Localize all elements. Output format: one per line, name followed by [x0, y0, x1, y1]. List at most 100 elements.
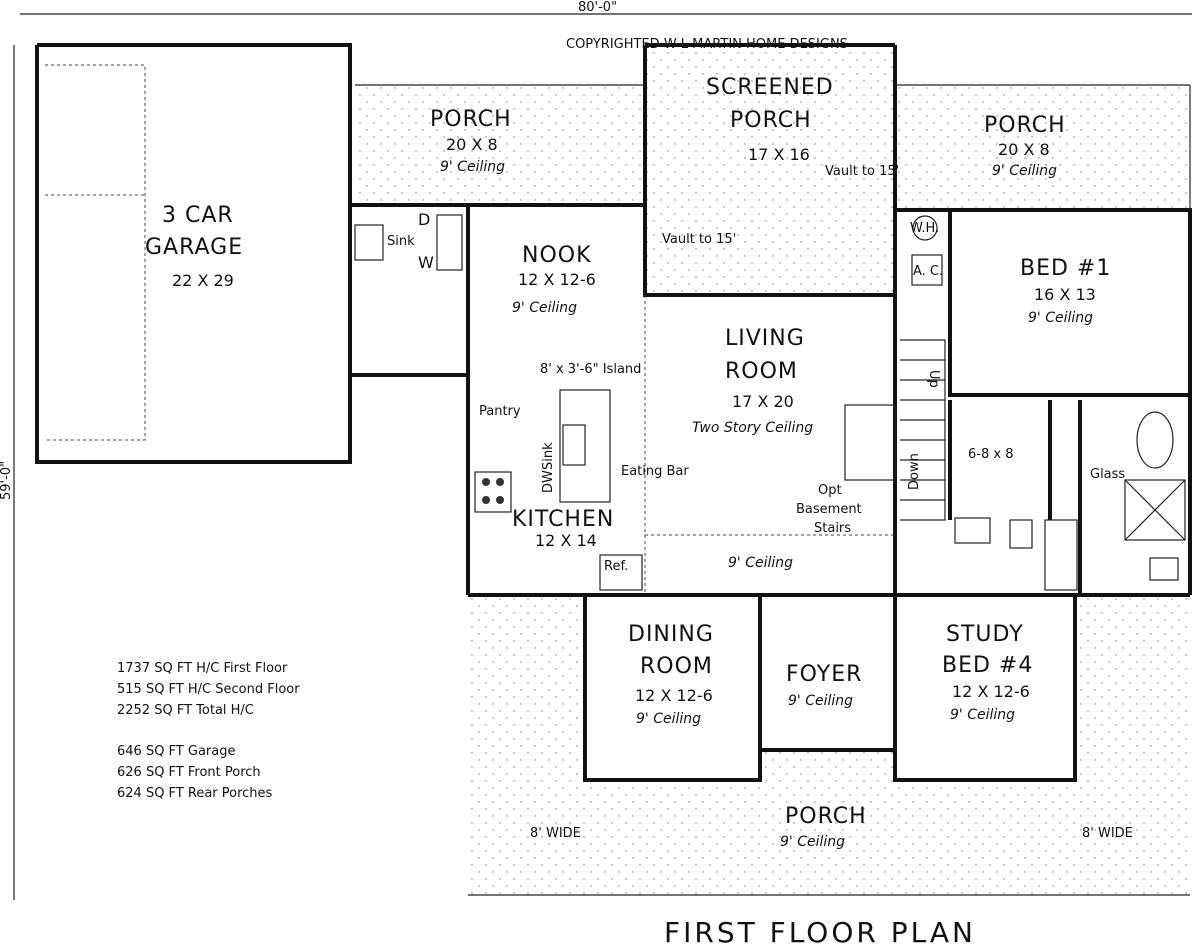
water-heater-label: W.H.: [910, 221, 939, 236]
stove-icon: [474, 471, 512, 513]
washer-label: W: [418, 253, 434, 272]
room-name: FOYER: [786, 662, 862, 687]
room-size: 12 X 12-6: [518, 270, 596, 289]
dimension-lines: 80'-0" 59'-0": [0, 0, 1192, 900]
bathtub-icon: [1136, 411, 1174, 469]
vanity-sink-icon: [954, 517, 991, 544]
ceiling-note: 9' Ceiling: [788, 693, 853, 709]
ceiling-note: 9' Ceiling: [636, 711, 701, 727]
utility: W.H. A. C.: [910, 221, 943, 279]
stat-line: 626 SQ FT Front Porch: [117, 765, 261, 780]
stairs-up-label: Up: [926, 370, 941, 388]
room-name: ROOM: [725, 359, 798, 384]
depth-dimension: 59'-0": [0, 461, 14, 500]
room-study: STUDY BED #4 12 X 12-6 9' Ceiling: [942, 622, 1033, 723]
room-name: PORCH: [984, 113, 1066, 138]
room-size: 12 X 14: [535, 531, 597, 550]
room-nook: NOOK 12 X 12-6 9' Ceiling: [512, 243, 596, 316]
room-kitchen: 8' x 3'-6" Island Pantry Sink DW Eating …: [479, 362, 689, 574]
kitchen-island: [559, 389, 611, 503]
ceiling-note: 9' Ceiling: [780, 834, 845, 850]
stairs-note: Stairs: [814, 521, 851, 536]
ceiling-note: 9' Ceiling: [1028, 310, 1093, 326]
room-name: 3 CAR: [162, 203, 234, 228]
area-stats: 1737 SQ FT H/C First Floor 515 SQ FT H/C…: [117, 661, 300, 801]
sink-icon: [562, 424, 586, 466]
porch-width-left: 8' WIDE: [530, 826, 581, 841]
room-porch-left: PORCH 20 X 8 9' Ceiling: [430, 107, 512, 175]
room-garage: 3 CAR GARAGE 22 X 29: [145, 203, 243, 290]
dryer-label: D: [418, 210, 430, 229]
ceiling-note: 9' Ceiling: [992, 163, 1057, 179]
plan-title: FIRST FLOOR PLAN: [664, 916, 976, 949]
tub-icon: [1044, 519, 1078, 591]
room-bed-1: BED #1 16 X 13 9' Ceiling: [1020, 256, 1111, 326]
laundry-sink-icon: [354, 224, 384, 261]
ceiling-note: 9' Ceiling: [512, 300, 577, 316]
room-name: SCREENED: [706, 75, 834, 100]
ac-unit-icon: [911, 254, 943, 286]
room-size: 17 X 16: [748, 145, 810, 164]
room-front-porch: PORCH 9' Ceiling 8' WIDE 8' WIDE: [530, 804, 1133, 850]
room-size: 17 X 20: [732, 392, 794, 411]
room-name: PORCH: [430, 107, 512, 132]
room-name: LIVING: [725, 326, 805, 351]
stairs: Up Down Opt Basement Stairs: [796, 370, 941, 536]
width-dimension: 80'-0": [578, 0, 617, 15]
ceiling-note: 9' Ceiling: [440, 159, 505, 175]
stat-line: 515 SQ FT H/C Second Floor: [117, 682, 300, 697]
shower-icon: [1124, 479, 1186, 541]
fireplace: [844, 404, 896, 481]
refrigerator-label: Ref.: [604, 559, 628, 574]
room-name: PORCH: [730, 108, 812, 133]
room-name: BED #1: [1020, 256, 1111, 281]
room-name: GARAGE: [145, 235, 243, 260]
room-size: 20 X 8: [998, 140, 1050, 159]
room-name: PORCH: [785, 804, 867, 829]
room-name: KITCHEN: [512, 507, 614, 532]
room-size: 16 X 13: [1034, 285, 1096, 304]
stairs-note: Opt: [818, 483, 842, 498]
room-name: DINING: [628, 622, 714, 647]
room-living: LIVING ROOM 17 X 20 Two Story Ceiling: [692, 326, 813, 436]
laundry: Sink D W: [387, 210, 434, 272]
room-name: STUDY: [946, 622, 1024, 647]
vault-note: Vault to 15': [662, 232, 736, 247]
vault-note: Vault to 15': [825, 164, 899, 179]
pantry-label: Pantry: [479, 404, 521, 419]
ac-label: A. C.: [913, 264, 943, 279]
stat-line: 624 SQ FT Rear Porches: [117, 786, 273, 801]
ceiling-note: Two Story Ceiling: [692, 420, 813, 436]
room-size: 20 X 8: [446, 135, 498, 154]
sink-label: Sink: [541, 442, 556, 470]
room-name: ROOM: [640, 654, 713, 679]
room-screened-porch: SCREENED PORCH 17 X 16 Vault to 15' Vaul…: [662, 75, 899, 247]
toilet-icon-2: [1149, 557, 1179, 581]
closet-size: 6-8 x 8: [968, 447, 1013, 462]
hall-ceiling-note: 9' Ceiling: [728, 555, 793, 571]
dishwasher-label: DW: [541, 470, 556, 493]
room-dining: DINING ROOM 12 X 12-6 9' Ceiling: [628, 622, 714, 727]
washer-dryer: [436, 214, 463, 271]
fixtures: [354, 214, 1186, 591]
stairs-down-label: Down: [907, 453, 922, 490]
water-heater-icon: [912, 215, 938, 241]
room-name: NOOK: [522, 243, 592, 268]
porch-areas: [355, 45, 1190, 895]
room-foyer: FOYER 9' Ceiling: [786, 662, 862, 709]
room-size: 12 X 12-6: [952, 682, 1030, 701]
room-name: BED #4: [942, 653, 1033, 678]
shower-glass-label: Glass: [1090, 467, 1125, 482]
toilet-icon: [1009, 519, 1033, 549]
room-porch-right: PORCH 20 X 8 9' Ceiling: [984, 113, 1066, 179]
room-size: 22 X 29: [172, 271, 234, 290]
eating-bar-label: Eating Bar: [621, 464, 689, 479]
copyright-notice: COPYRIGHTED W L MARTIN HOME DESIGNS: [566, 37, 848, 52]
island-label: 8' x 3'-6" Island: [540, 362, 641, 377]
porch-width-right: 8' WIDE: [1082, 826, 1133, 841]
ceiling-note: 9' Ceiling: [950, 707, 1015, 723]
stat-line: 2252 SQ FT Total H/C: [117, 703, 254, 718]
stat-line: 1737 SQ FT H/C First Floor: [117, 661, 288, 676]
stat-line: 646 SQ FT Garage: [117, 744, 236, 759]
